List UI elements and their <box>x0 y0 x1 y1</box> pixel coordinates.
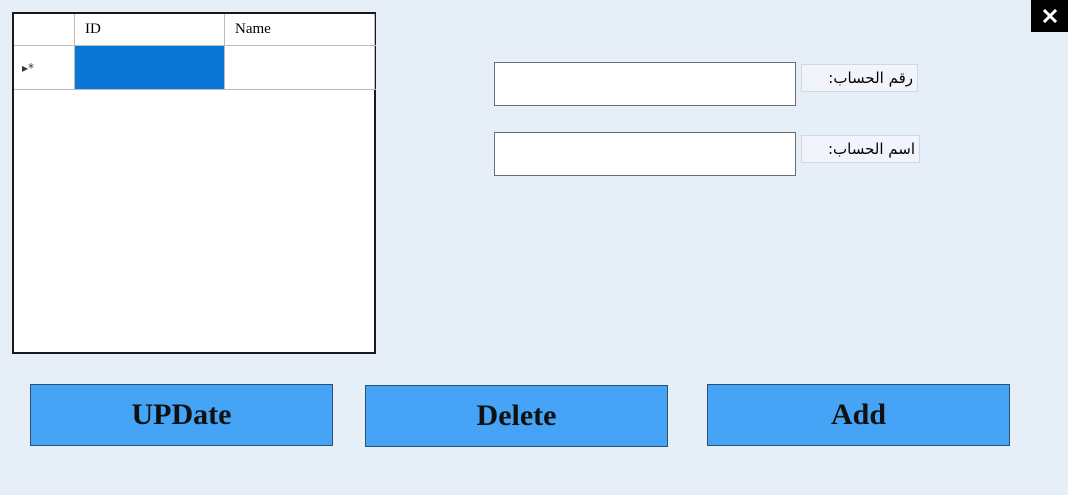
close-button[interactable] <box>1031 0 1068 32</box>
delete-button[interactable]: Delete <box>365 385 668 447</box>
update-button[interactable]: UPDate <box>30 384 333 446</box>
grid-header-row-selector <box>14 14 75 45</box>
row-marker[interactable]: ▸* <box>14 46 75 89</box>
grid-header-id[interactable]: ID <box>75 14 225 45</box>
cell-name[interactable] <box>225 46 375 89</box>
cell-id[interactable] <box>75 46 225 89</box>
account-number-input[interactable] <box>494 62 796 106</box>
account-number-label: رقم الحساب: <box>801 64 918 92</box>
account-name-label: اسم الحساب: <box>801 135 920 163</box>
accounts-grid[interactable]: ID Name ▸* <box>12 12 376 354</box>
close-icon <box>1042 9 1057 23</box>
table-row[interactable]: ▸* <box>14 46 376 90</box>
add-button[interactable]: Add <box>707 384 1010 446</box>
grid-header: ID Name <box>14 14 376 46</box>
grid-header-name[interactable]: Name <box>225 14 375 45</box>
account-name-input[interactable] <box>494 132 796 176</box>
